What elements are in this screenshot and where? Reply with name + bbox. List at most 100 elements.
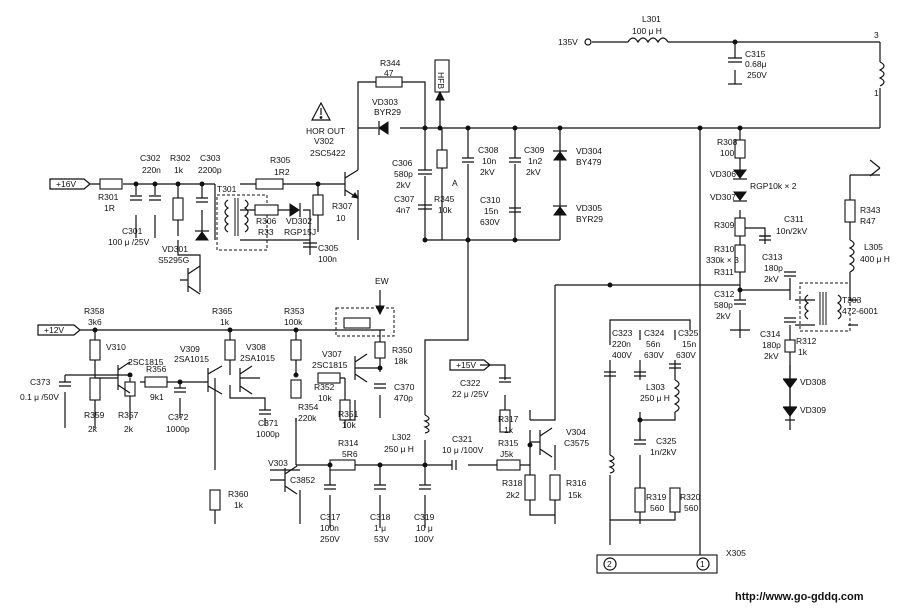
vd305-ref: VD305 [576, 203, 602, 213]
r360-ref: R360 [228, 489, 249, 499]
c370-val: 470p [394, 393, 413, 403]
c302-val: 220n [142, 165, 161, 175]
r312-ref: R312 [796, 336, 817, 346]
c324-v: 630V [644, 350, 664, 360]
c321-val: 10 μ /100V [442, 445, 484, 455]
l301-val: 100 μ H [632, 26, 662, 36]
x305-ref: X305 [726, 548, 746, 558]
r319-val: 560 [650, 503, 664, 513]
r315-val: J5k [500, 449, 514, 459]
vd301-ref: VD301 [162, 244, 188, 254]
c302-ref: C302 [140, 153, 161, 163]
c323-ref: C323 [612, 328, 633, 338]
c305-val: 100n [318, 254, 337, 264]
vd308-ref: VD308 [800, 377, 826, 387]
c315-v: 250V [747, 70, 767, 80]
c309-val: 1n2 [528, 156, 542, 166]
x305-pin2: 2 [607, 559, 612, 569]
transistor-v307 [354, 353, 368, 383]
r357-ref: R357 [118, 410, 139, 420]
r345-val: 10k [438, 205, 452, 215]
l302-ref: L302 [392, 432, 411, 442]
c318-val: 1 μ [374, 523, 386, 533]
vd304-val: BY479 [576, 157, 602, 167]
pin-3: 3 [874, 30, 879, 40]
net-16v: +16V [56, 179, 76, 189]
diodes [195, 121, 797, 417]
r316-val: 15k [568, 490, 582, 500]
l301-ref: L301 [642, 14, 661, 24]
transistor-v308 [239, 365, 253, 395]
transistor-v303 [270, 465, 298, 495]
r306-val: R33 [258, 227, 274, 237]
r308-val: 100 [720, 148, 734, 158]
c325b-val: 1n/2kV [650, 447, 677, 457]
x305-pin1: 1 [700, 559, 705, 569]
warning-triangle-icon [311, 101, 331, 121]
c372-val: 1000p [166, 424, 190, 434]
r353-ref: R353 [284, 306, 305, 316]
c315-val: 0.68μ [745, 59, 767, 69]
r315-ref: R315 [498, 438, 519, 448]
r312-val: 1k [798, 347, 808, 357]
r307-val: 10 [336, 213, 346, 223]
c312-v: 2kV [716, 311, 731, 321]
t301-ref: T301 [217, 184, 237, 194]
r309-ref: R309 [714, 220, 735, 230]
v309-ref: V309 [180, 344, 200, 354]
transistors [95, 169, 553, 495]
labels: 135V +16V +12V +15V HFB EW A HOR OUT L30… [20, 14, 890, 603]
r356-ref: R356 [146, 364, 167, 374]
c310-v: 630V [480, 217, 500, 227]
c303-ref: C303 [200, 153, 221, 163]
c314-v: 2kV [764, 351, 779, 361]
v304-ref: V304 [566, 427, 586, 437]
c310-val: 15n [484, 206, 498, 216]
r365-val: 1k [220, 317, 230, 327]
footer-url: http://www.go-gddq.com [735, 591, 864, 603]
net-hfb: HFB [436, 72, 446, 89]
c317-val: 100n [320, 523, 339, 533]
c325b-ref: C325 [656, 436, 677, 446]
l303-val: 250 μ H [640, 393, 670, 403]
vd306-ref: VD306 [710, 169, 736, 179]
v308-val: 2SA1015 [240, 353, 275, 363]
hor-out-label: HOR OUT [306, 126, 345, 136]
c315-ref: C315 [745, 49, 766, 59]
v302-ref: V302 [314, 136, 334, 146]
connector-x305 [596, 554, 718, 574]
r320-ref: R320 [680, 492, 701, 502]
r344-ref: R344 [380, 58, 401, 68]
r302-val: 1k [174, 165, 184, 175]
pin-1: 1 [874, 88, 879, 98]
inductor-coils [423, 37, 885, 474]
v307-val: 2SC1815 [312, 360, 348, 370]
c325a-v: 630V [676, 350, 696, 360]
r320-val: 560 [684, 503, 698, 513]
l305-val: 400 μ H [860, 254, 890, 264]
capacitor-plates [59, 57, 796, 490]
c311-val: 10n/2kV [776, 226, 808, 236]
r356-val: 9k1 [150, 392, 164, 402]
c322-ref: C322 [460, 378, 481, 388]
grounds [64, 225, 791, 528]
v302-val: 2SC5422 [310, 148, 346, 158]
vd305-val: BYR29 [576, 214, 603, 224]
c318-v: 53V [374, 534, 389, 544]
vd303-val: BYR29 [374, 107, 401, 117]
r354-val: 220k [298, 413, 317, 423]
net-ew: EW [375, 276, 389, 286]
c317-v: 250V [320, 534, 340, 544]
c371-ref: C371 [258, 418, 279, 428]
vd309-ref: VD309 [800, 405, 826, 415]
r343-ref: R343 [860, 205, 881, 215]
v307-ref: V307 [322, 349, 342, 359]
c308-val: 10n [482, 156, 496, 166]
r352-val: 10k [318, 393, 332, 403]
wires [64, 41, 881, 560]
transistor-v310 [95, 361, 131, 394]
c305-ref: C305 [318, 243, 339, 253]
terminals [37, 38, 881, 371]
r310-ref: R310 [714, 244, 735, 254]
